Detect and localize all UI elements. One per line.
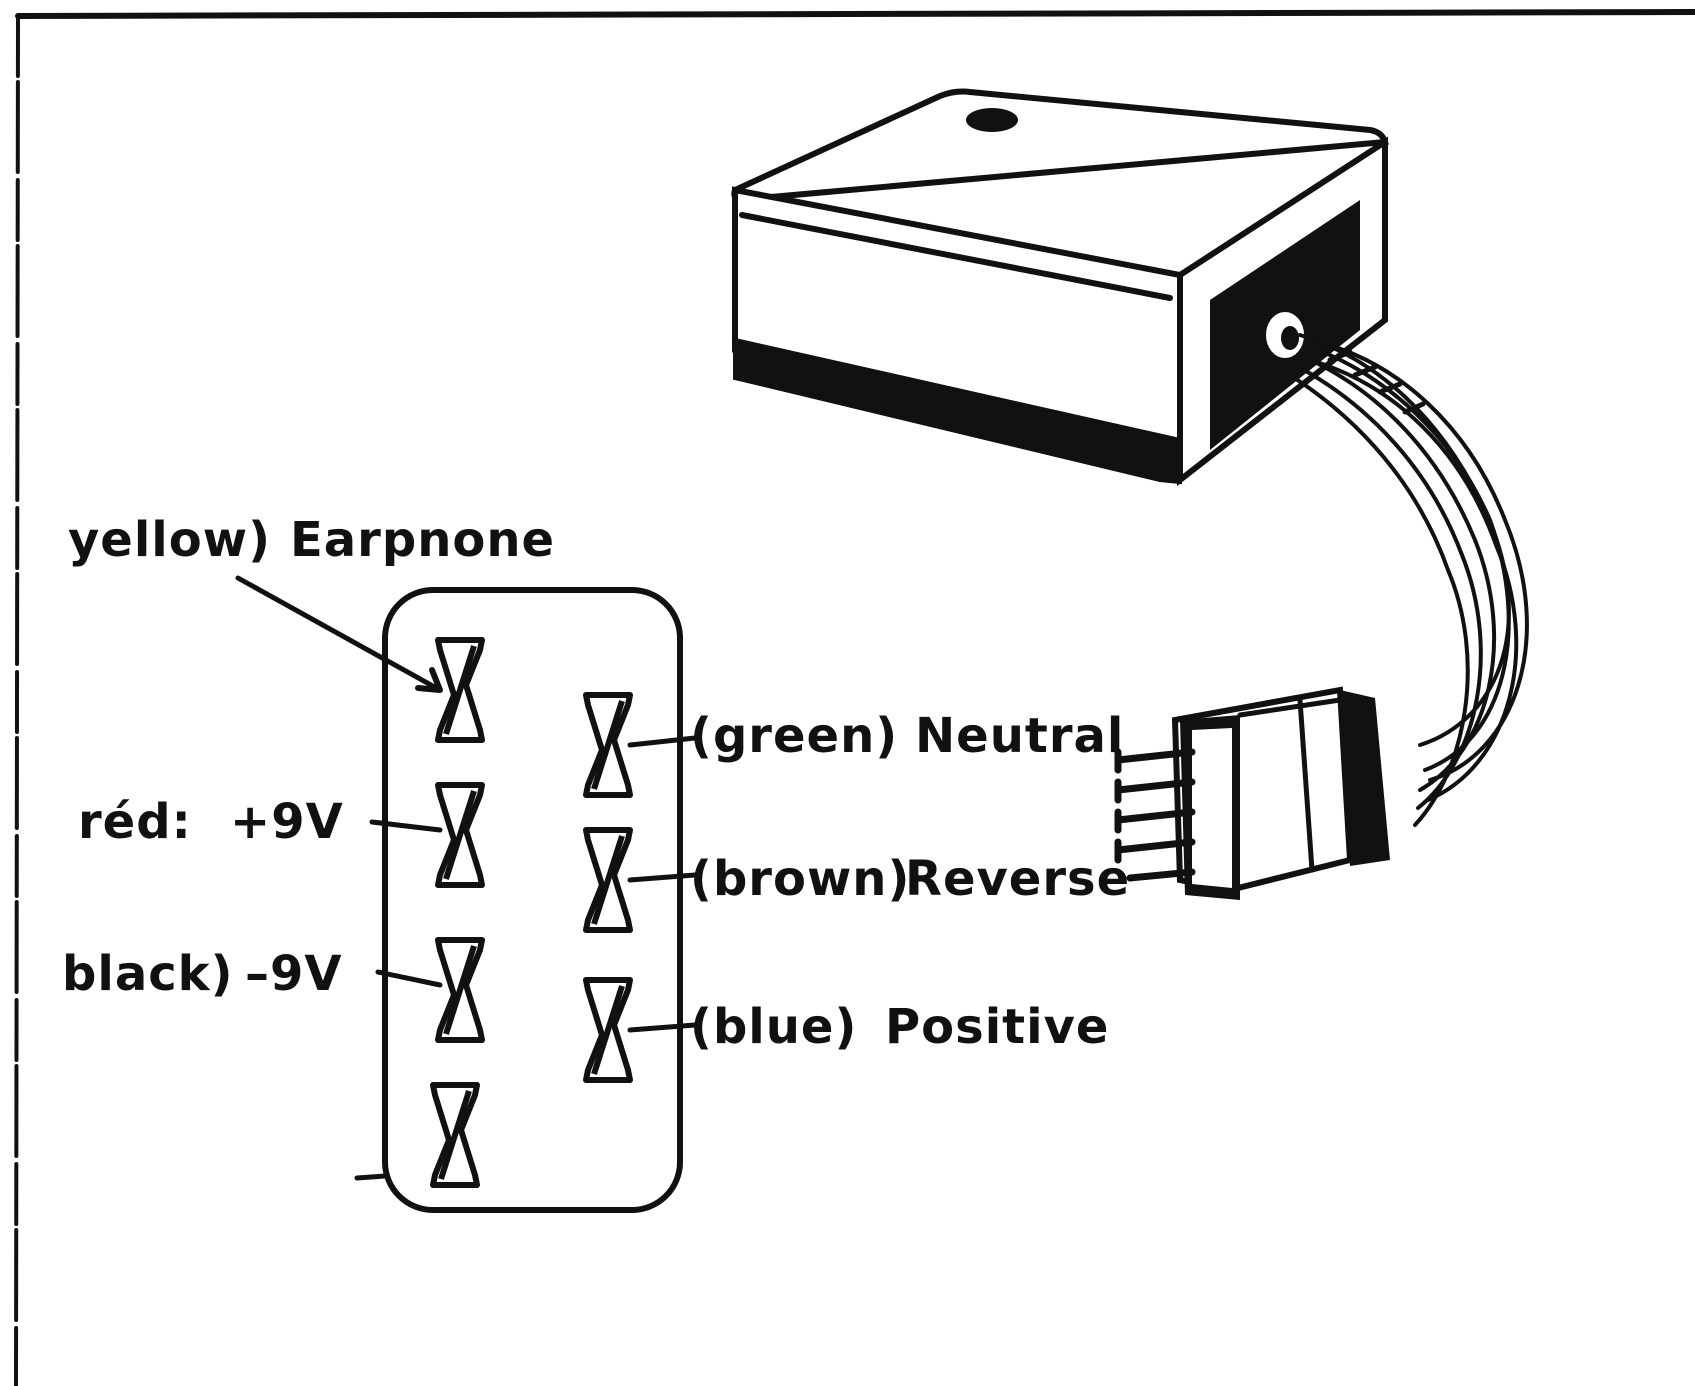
leader-lines [235,575,698,1033]
connector-pins [1114,748,1196,882]
label-red: réd: [78,794,192,850]
label-neutral: Neutral [915,708,1124,764]
label-brown: (brown) [690,851,910,907]
leader-minus9v [375,969,443,988]
leader-plus9v [369,819,443,833]
terminal-block [354,587,683,1213]
label-blue: (blue) [690,999,857,1055]
control-box-top [731,88,1389,204]
label-earphone: Earpnone [290,512,555,568]
wire-harness [1288,333,1529,827]
plug-connector [1114,686,1390,900]
frame-border [14,9,1695,1386]
control-box [731,88,1389,487]
label-yellow: yellow) [68,512,271,568]
label-positive: Positive [885,999,1109,1055]
leader-reverse [627,872,698,883]
knob-icon [966,108,1018,132]
labels-right: (green) Neutral (brown) Reverse (blue) P… [690,708,1130,1055]
labels-left: yellow) Earpnone réd: +9V black) –9V [62,512,555,1002]
leader-neutral [627,735,698,748]
label-reverse: Reverse [905,851,1130,907]
label-green: (green) [690,708,898,764]
leader-positive [627,1022,698,1033]
label-minus9v: –9V [245,946,343,1002]
label-plus9v: +9V [230,794,344,850]
label-black: black) [62,946,234,1002]
leader-earphone [235,575,443,693]
